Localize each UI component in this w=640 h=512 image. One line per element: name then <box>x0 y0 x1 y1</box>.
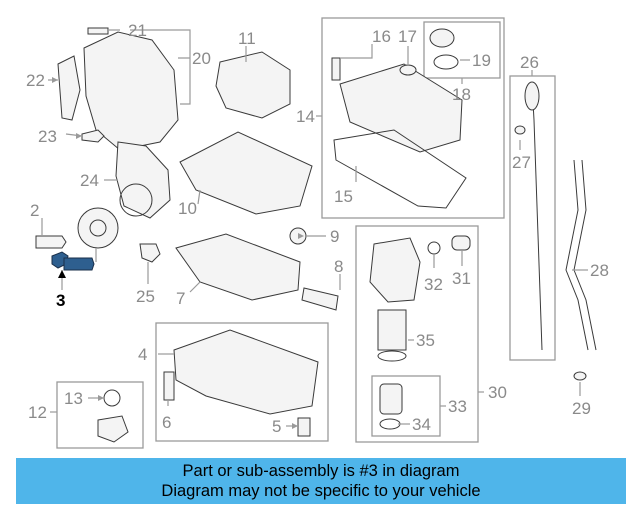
callout-20: 20 <box>192 49 211 68</box>
part-19-oring <box>433 54 459 70</box>
part-15-gasket <box>333 129 467 209</box>
part-11-bracket <box>215 51 291 119</box>
part-21-gasket <box>87 27 109 35</box>
part-5-bolt <box>297 417 311 437</box>
part-7-baffle <box>175 233 301 301</box>
callout-22: 22 <box>26 71 45 90</box>
part-29-oring <box>573 371 587 381</box>
callout-30: 30 <box>488 383 507 402</box>
part-28-dipstick-tube <box>565 159 589 351</box>
part-pulley <box>77 207 119 249</box>
part-25-sensor <box>139 243 161 263</box>
part-35-oring <box>377 350 407 362</box>
callout-11: 11 <box>238 29 256 48</box>
arrowheads <box>52 77 304 429</box>
part-27-oring <box>514 125 526 135</box>
part-10-upper-pan <box>179 131 313 215</box>
part-pulley-hub <box>89 219 107 237</box>
part-2-bolt <box>35 235 67 249</box>
part-28-dipstick-tube-edge <box>573 159 597 351</box>
callout-7: 7 <box>176 289 185 308</box>
box-oil-pan-group <box>155 322 329 442</box>
callout-2: 2 <box>30 201 39 220</box>
box-oil-filter-group <box>355 225 479 443</box>
callout-34: 34 <box>412 415 431 434</box>
callout-26: 26 <box>520 53 539 72</box>
callout-10: 10 <box>178 199 197 218</box>
callout-16: 16 <box>372 27 391 46</box>
callout-8: 8 <box>334 257 343 276</box>
part-30-filter-housing <box>369 237 421 303</box>
callout-28: 28 <box>590 261 609 280</box>
part-20-timing-cover <box>83 31 179 151</box>
part-13-oring <box>103 389 121 407</box>
callout-5: 5 <box>272 417 281 436</box>
callout-31: 31 <box>452 269 471 288</box>
callout-13: 13 <box>64 389 83 408</box>
box-sensor-group <box>56 381 144 449</box>
part-16-bolt <box>331 57 341 81</box>
part-31-seal <box>451 235 471 251</box>
callout-19: 19 <box>472 51 491 70</box>
callout-33: 33 <box>448 397 467 416</box>
callout-32: 32 <box>424 275 443 294</box>
callout-4: 4 <box>138 345 147 364</box>
part-6-drain-bolt <box>163 371 175 401</box>
callout-27: 27 <box>512 153 531 172</box>
info-banner: Part or sub-assembly is #3 in diagram Di… <box>16 458 626 504</box>
part-12-sensor <box>97 415 129 443</box>
arrowhead-part-3 <box>58 270 66 278</box>
callout-29: 29 <box>572 399 591 418</box>
part-26-dipstick <box>531 83 543 351</box>
banner-line-1: Part or sub-assembly is #3 in diagram <box>182 462 460 480</box>
callout-12: 12 <box>28 403 47 422</box>
callout-9: 9 <box>330 227 339 246</box>
part-3-bolt <box>51 251 95 271</box>
callout-23: 23 <box>38 127 57 146</box>
callout-3: 3 <box>56 291 65 310</box>
callout-15: 15 <box>334 187 353 206</box>
part-14-valve-cover <box>339 63 463 153</box>
part-23-bolt <box>81 129 105 143</box>
part-34-oring <box>379 418 401 430</box>
box-valve-cover-group <box>321 17 505 219</box>
callout-24: 24 <box>80 171 99 190</box>
part-18-oil-cap <box>429 28 455 48</box>
part-33-filter-cap <box>379 383 403 415</box>
box-dipstick-group <box>509 75 556 361</box>
callout-17: 17 <box>398 27 417 46</box>
part-4-oil-pan <box>173 329 319 415</box>
callout-21: 21 <box>128 21 147 40</box>
part-17-seal <box>399 64 417 76</box>
callout-18: 18 <box>452 85 471 104</box>
callout-25: 25 <box>136 287 155 306</box>
part-24-lower-cover <box>115 141 171 219</box>
callout-14: 14 <box>296 107 315 126</box>
part-32-oring <box>427 241 441 255</box>
part-24-seal <box>119 183 153 217</box>
callout-6: 6 <box>162 413 171 432</box>
part-26-handle <box>524 81 540 111</box>
banner-line-2: Diagram may not be specific to your vehi… <box>161 482 481 500</box>
part-22-bracket <box>57 55 81 121</box>
part-35-filter-element <box>377 309 407 351</box>
callout-35: 35 <box>416 331 435 350</box>
part-8-gasket <box>301 287 339 311</box>
